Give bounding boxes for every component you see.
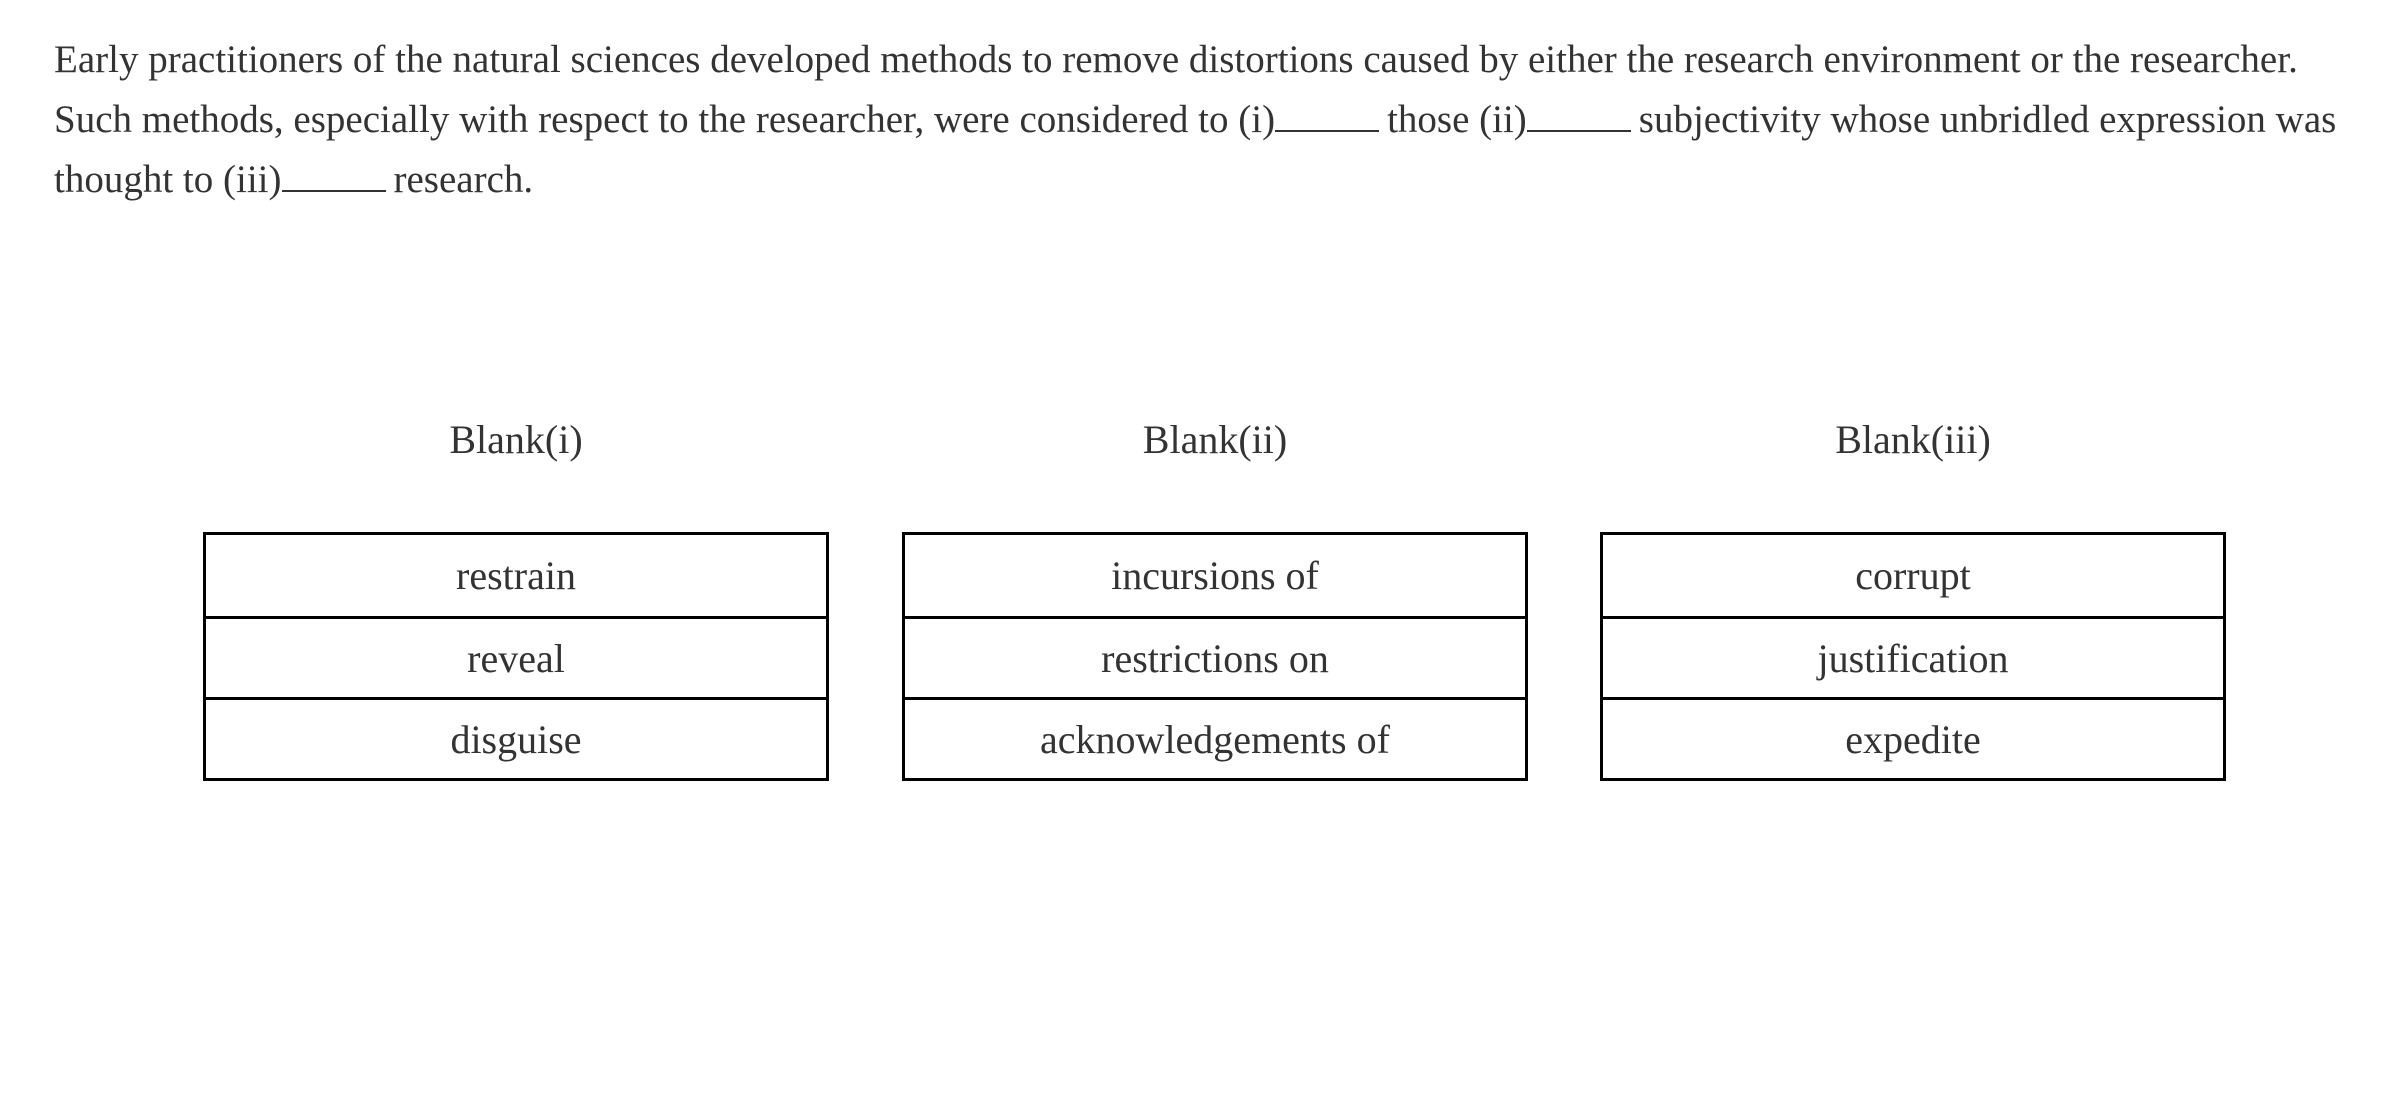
question-text: Early practitioners of the natural scien… <box>54 30 2354 210</box>
question-segment: Early practitioners of the natural scien… <box>54 38 2298 141</box>
blank-iii-options: corrupt justification expedite <box>1600 532 2226 781</box>
option-reveal[interactable]: reveal <box>206 616 826 697</box>
blank-iii-title: Blank(iii) <box>1835 417 1991 462</box>
question-segment: those (ii) <box>1387 98 1527 141</box>
blank-iii-placeholder <box>281 160 386 192</box>
blank-ii-options: incursions of restrictions on acknowledg… <box>902 532 1528 781</box>
option-incursions-of[interactable]: incursions of <box>905 535 1525 616</box>
option-restrictions-on[interactable]: restrictions on <box>905 616 1525 697</box>
option-corrupt[interactable]: corrupt <box>1603 535 2223 616</box>
question-segment: subjectivity whose unbridled expression … <box>54 98 2337 201</box>
option-expedite[interactable]: expedite <box>1603 697 2223 778</box>
blank-i-options: restrain reveal disguise <box>203 532 829 781</box>
blank-ii-placeholder <box>1526 100 1631 132</box>
blank-ii-column: Blank(ii) incursions of restrictions on … <box>902 410 1528 781</box>
blank-ii-title: Blank(ii) <box>1142 417 1288 462</box>
option-restrain[interactable]: restrain <box>206 535 826 616</box>
blank-iii-column: Blank(iii) corrupt justification expedit… <box>1600 410 2226 781</box>
blank-i-column: Blank(i) restrain reveal disguise <box>203 410 829 781</box>
blank-i-placeholder <box>1275 100 1380 132</box>
question-segment: research. <box>393 158 534 201</box>
option-justification[interactable]: justification <box>1603 616 2223 697</box>
option-acknowledgements-of[interactable]: acknowledgements of <box>905 697 1525 778</box>
option-disguise[interactable]: disguise <box>206 697 826 778</box>
blank-i-title: Blank(i) <box>449 417 583 462</box>
